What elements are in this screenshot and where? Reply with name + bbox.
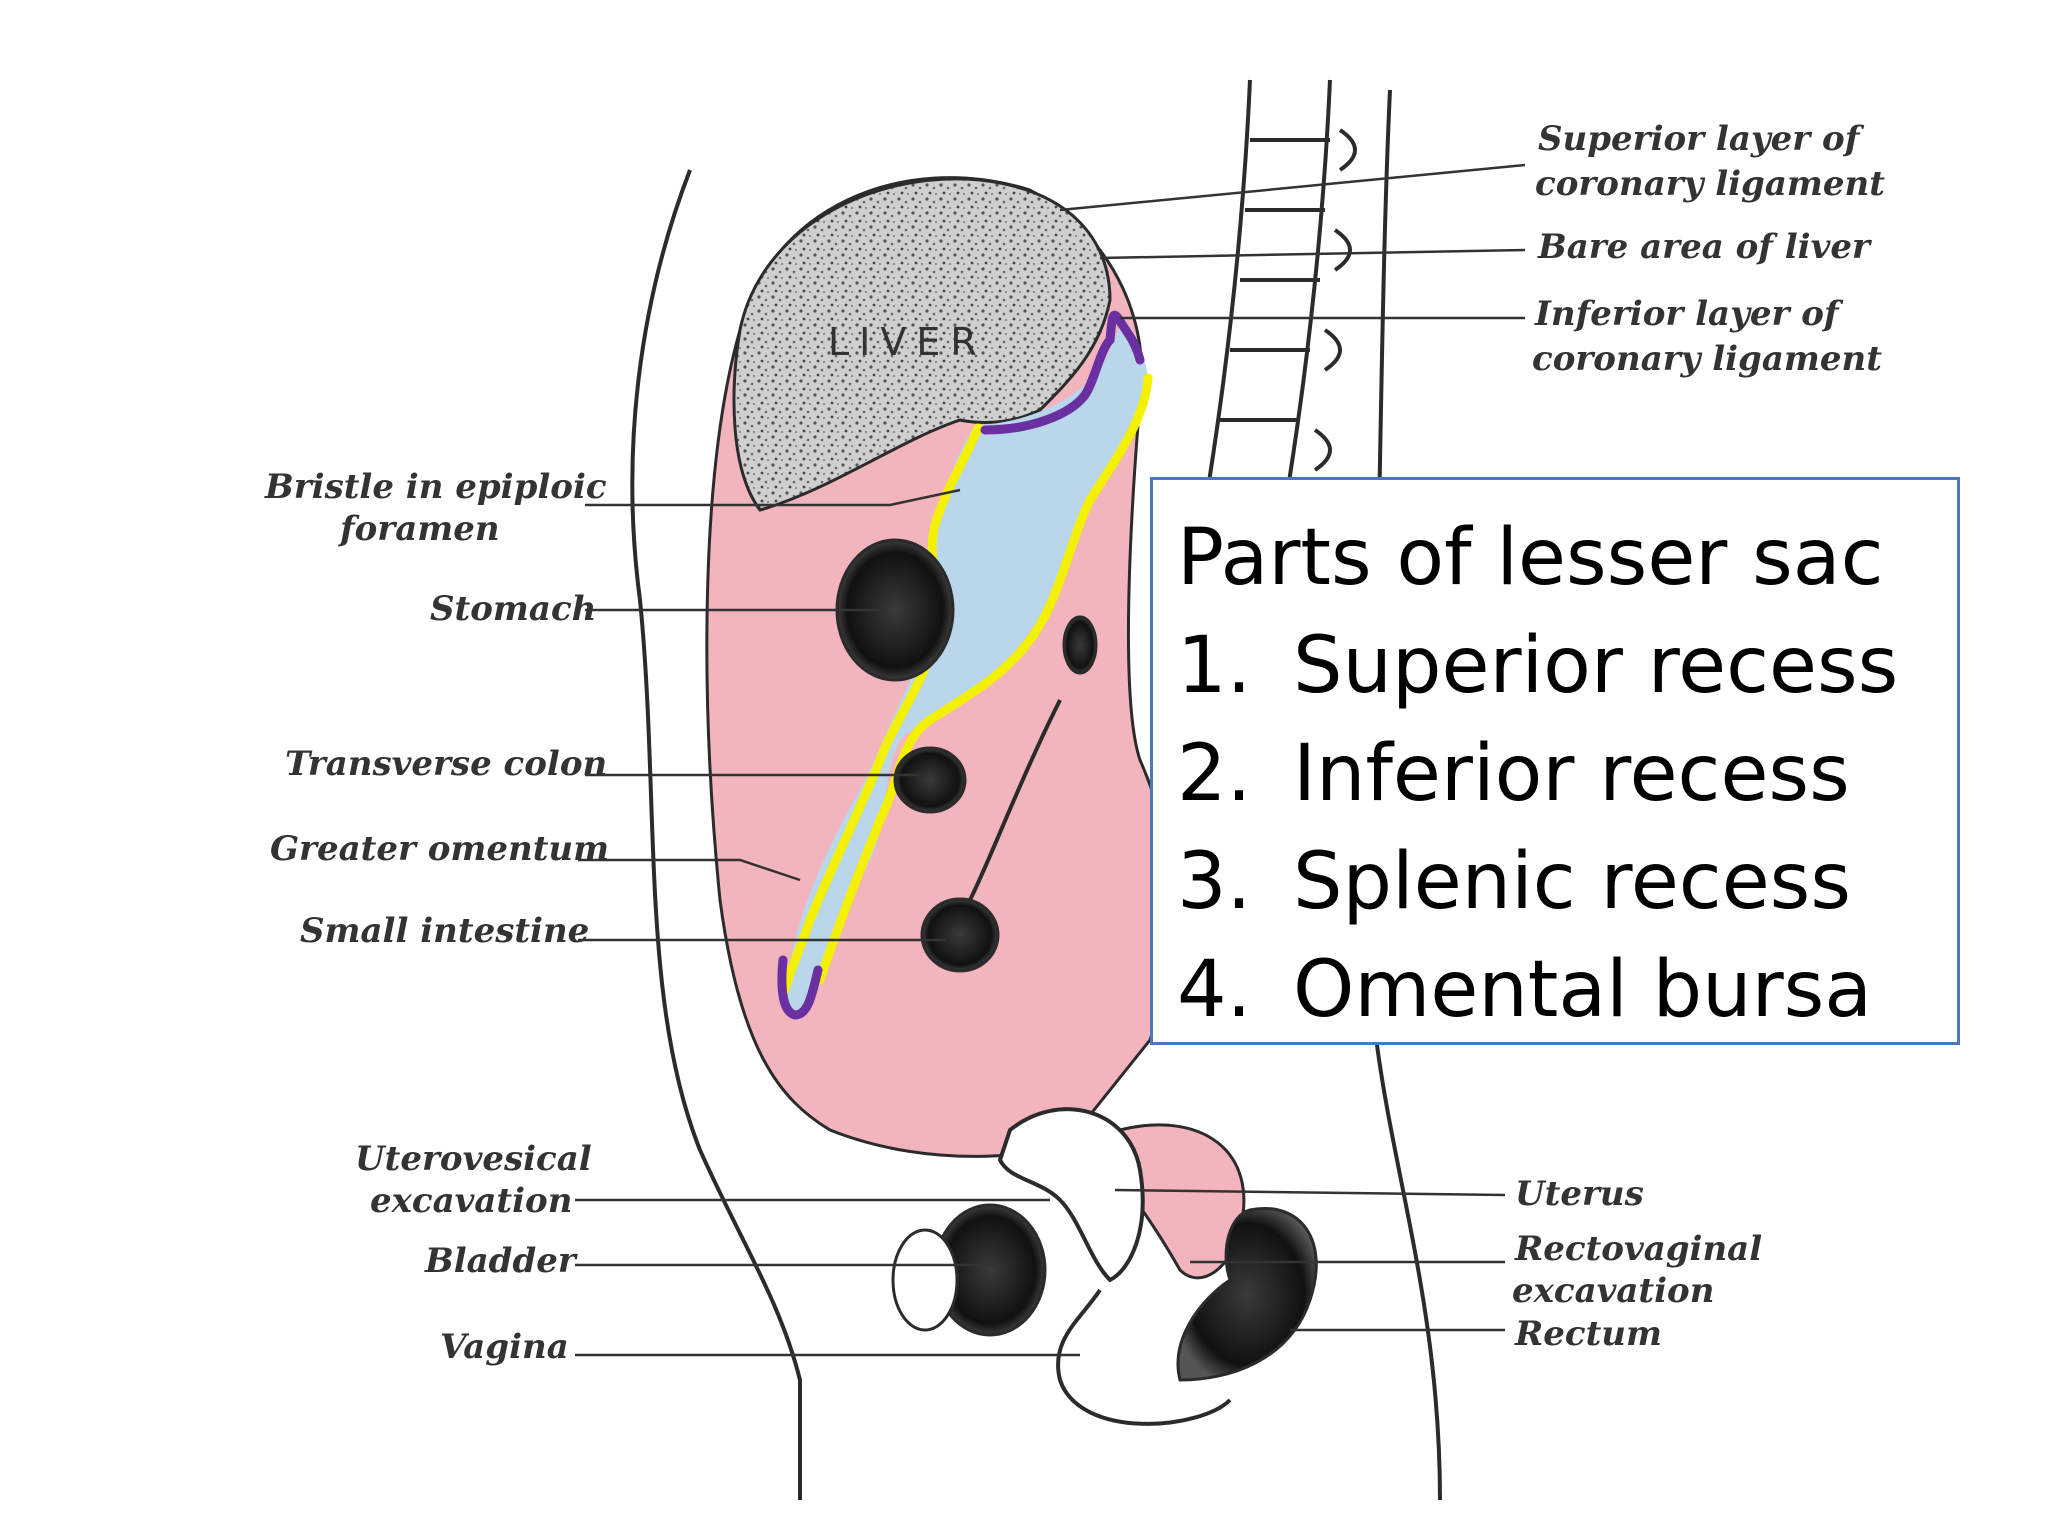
- parts-item-number: 3.: [1177, 837, 1252, 927]
- small-intestine: [920, 897, 1000, 973]
- label-bristle-line2: foramen: [338, 509, 500, 549]
- lesser-sac-yellow-outline-right: [815, 373, 1153, 985]
- label-rectovaginal-line1: Rectovaginal: [1514, 1229, 1762, 1269]
- body-wall-outline: [630, 169, 802, 1500]
- label-bristle-line1: Bristle in epiploic: [264, 467, 607, 507]
- vagina: [1056, 1288, 1232, 1426]
- parts-item-number: 4.: [1177, 945, 1252, 1035]
- label-vagina: Vagina: [440, 1327, 569, 1367]
- label-inferior-layer-line2: coronary ligament: [1532, 339, 1882, 379]
- parts-item-text: Superior recess: [1293, 621, 1899, 711]
- label-bare-area: Bare area of liver: [1537, 227, 1872, 267]
- superior-recess-purple-outline: [980, 310, 1145, 435]
- parts-item-number: 1.: [1177, 621, 1252, 711]
- liver-label: LIVER: [828, 320, 987, 364]
- label-superior-layer-line2: coronary ligament: [1535, 164, 1885, 204]
- parts-list-item: 2. Inferior recess: [1177, 720, 1933, 828]
- rectum: [1176, 1207, 1318, 1382]
- transverse-colon: [893, 746, 967, 814]
- parts-item-text: Omental bursa: [1293, 945, 1873, 1035]
- parts-item-text: Splenic recess: [1293, 837, 1851, 927]
- leader-bare-area: [1099, 248, 1526, 260]
- liver: [732, 177, 1112, 512]
- parts-list-item: 4. Omental bursa: [1177, 936, 1933, 1044]
- parts-list-item: 1. Superior recess: [1177, 612, 1933, 720]
- parts-list: 1. Superior recess 2. Inferior recess 3.…: [1177, 612, 1933, 1044]
- leader-uterus: [1114, 1188, 1506, 1197]
- label-uterus: Uterus: [1515, 1174, 1644, 1214]
- label-inferior-layer-line1: Inferior layer of: [1534, 294, 1844, 334]
- label-bladder: Bladder: [424, 1241, 578, 1281]
- lesser-sac-yellow-outline-left: [780, 423, 983, 995]
- label-rectum: Rectum: [1514, 1314, 1662, 1354]
- parts-list-item: 3. Splenic recess: [1177, 828, 1933, 936]
- bladder-inner: [891, 1228, 959, 1332]
- label-uterovesical-line1: Uterovesical: [355, 1139, 592, 1179]
- label-superior-layer-line1: Superior layer of: [1538, 119, 1865, 159]
- mesentery: [968, 699, 1062, 901]
- leader-superior-layer: [1059, 163, 1526, 212]
- parts-of-lesser-sac-box: Parts of lesser sac 1. Superior recess 2…: [1150, 477, 1960, 1045]
- inferior-recess-purple-outline: [777, 955, 823, 1020]
- leader-greater-omentum: [578, 858, 801, 882]
- parts-item-number: 2.: [1177, 729, 1252, 819]
- label-stomach: Stomach: [430, 589, 596, 629]
- label-small-intestine: Small intestine: [300, 911, 589, 951]
- label-transverse-colon: Transverse colon: [285, 744, 607, 784]
- label-greater-omentum: Greater omentum: [270, 829, 609, 869]
- parts-box-title: Parts of lesser sac: [1177, 513, 1884, 603]
- label-rectovaginal-line2: excavation: [1512, 1271, 1714, 1311]
- leader-bristle: [585, 488, 961, 507]
- uterus: [997, 1107, 1145, 1283]
- pancreas-duodenum: [1062, 615, 1098, 675]
- label-uterovesical-line2: excavation: [370, 1181, 572, 1221]
- parts-item-text: Inferior recess: [1293, 729, 1850, 819]
